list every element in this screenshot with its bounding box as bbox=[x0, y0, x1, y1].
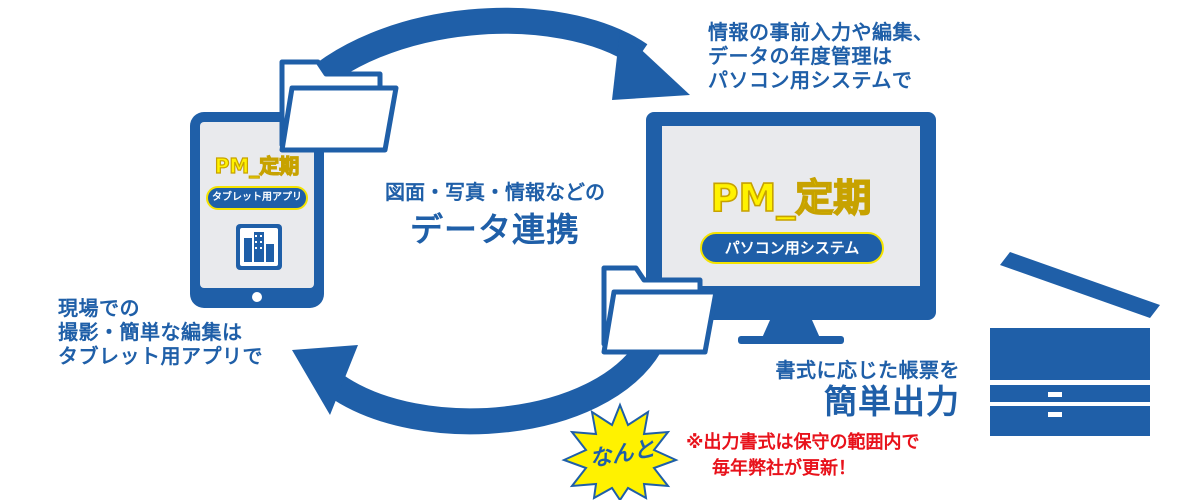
sync-arrow-bottom bbox=[292, 337, 662, 435]
pc-app-badge: パソコン用システム bbox=[700, 232, 884, 264]
note-line-2: 毎年弊社が更新！ bbox=[712, 458, 856, 479]
pc-caption-line: パソコン用システムで bbox=[708, 68, 913, 92]
center-title: データ連携 bbox=[410, 210, 580, 249]
tablet-app-name: PM_定期 bbox=[214, 153, 300, 178]
note-line-1: ※出力書式は保守の範囲内で bbox=[686, 432, 920, 453]
folder-icon bbox=[279, 59, 399, 153]
tablet-caption-line: 撮影・簡単な編集は bbox=[58, 320, 243, 344]
pc-caption-line: 情報の事前入力や編集、 bbox=[708, 20, 934, 44]
pc-caption-line: データの年度管理は bbox=[708, 44, 893, 68]
sync-arrow-top bbox=[290, 7, 690, 105]
tablet-caption-line: 現場での bbox=[58, 296, 140, 320]
tablet-caption-line: タブレット用アプリで bbox=[58, 344, 263, 368]
printer-caption: 書式に応じた帳票を bbox=[775, 358, 960, 382]
folder-icon bbox=[601, 265, 719, 355]
printer-icon bbox=[990, 252, 1160, 436]
tablet-app-badge: タブレット用アプリ bbox=[206, 186, 308, 210]
tablet-caption: 現場での 撮影・簡単な編集は タブレット用アプリで bbox=[58, 296, 298, 368]
pc-caption: 情報の事前入力や編集、 データの年度管理は パソコン用システムで bbox=[708, 20, 968, 92]
printer-title: 簡単出力 bbox=[824, 382, 960, 421]
pc-app-name: PM_定期 bbox=[710, 175, 872, 221]
starburst-badge bbox=[561, 402, 679, 500]
center-subtitle: 図面・写真・情報などの bbox=[385, 180, 605, 204]
